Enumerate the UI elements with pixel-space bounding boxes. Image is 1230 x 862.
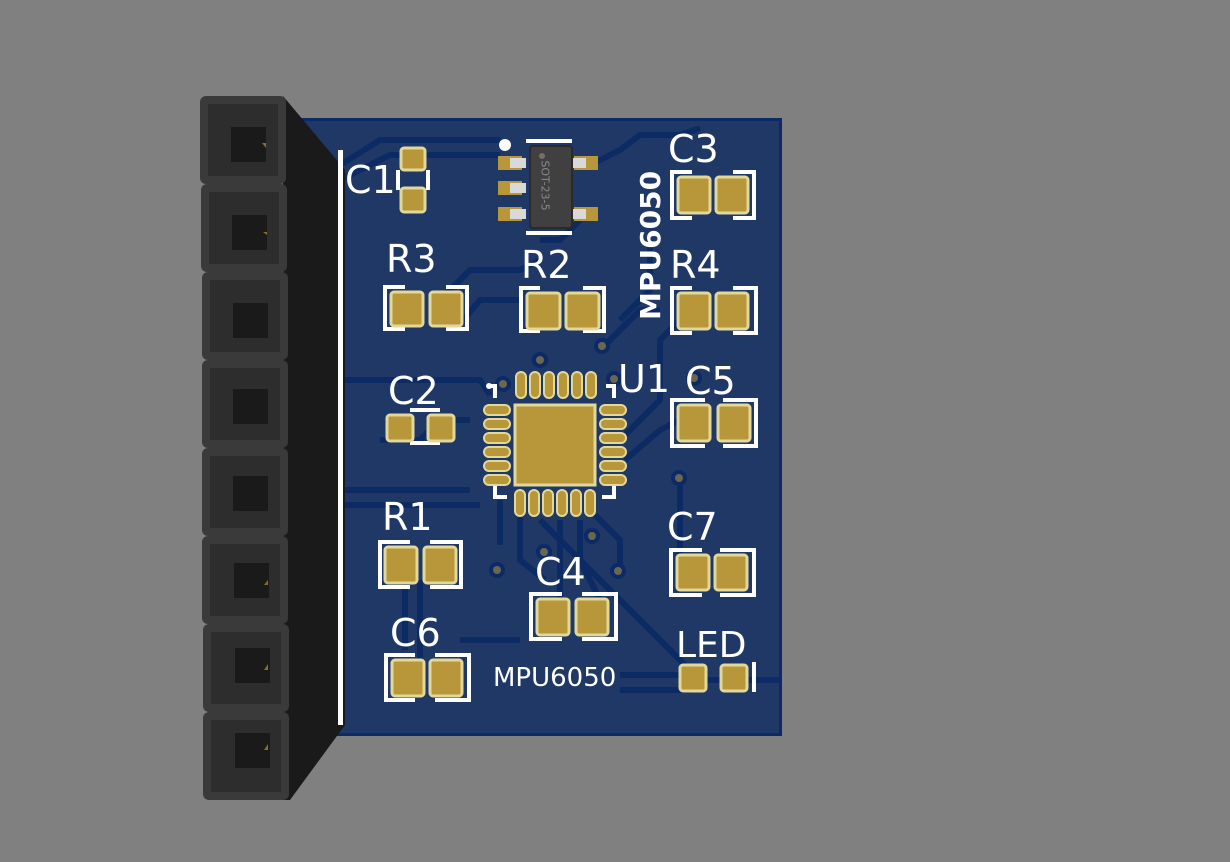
board-name-vertical-text: MPU6050	[634, 170, 667, 320]
label-r3: R3	[386, 237, 437, 281]
label-c4: C4	[535, 550, 586, 594]
label-r4: R4	[670, 243, 721, 287]
header-pins	[200, 96, 289, 800]
label-r1: R1	[382, 495, 433, 539]
label-c2: C2	[388, 369, 439, 413]
label-c7: C7	[667, 505, 718, 549]
board-name-text: MPU6050	[493, 663, 617, 693]
vias	[489, 338, 702, 579]
label-u1: U1	[618, 357, 670, 401]
smd-pads	[383, 146, 752, 698]
label-c1: C1	[345, 158, 396, 202]
label-c6: C6	[390, 611, 441, 655]
u1-qfn-chip	[483, 371, 627, 517]
pin1-marker-icon	[499, 139, 511, 151]
label-led: LED	[676, 625, 747, 666]
label-c5: C5	[685, 359, 736, 403]
pin-header	[283, 96, 345, 800]
label-c3: C3	[668, 127, 719, 171]
sot23-regulator	[498, 145, 598, 229]
label-r2: R2	[521, 243, 572, 287]
sot-package-marking: SOT-23-5	[538, 160, 552, 211]
